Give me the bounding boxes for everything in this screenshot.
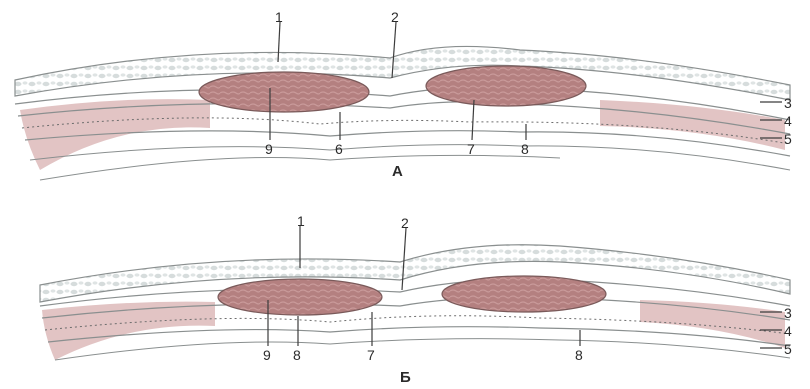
label-8: 8 [293,347,301,363]
lateral-muscles-right-b [640,300,785,348]
label-1: 1 [297,213,305,229]
label-5: 5 [784,341,792,357]
label-1: 1 [275,9,283,25]
skin-layer-b [40,245,790,302]
lateral-muscles-left-a [20,99,210,170]
label-4: 4 [784,323,792,339]
label-3: 3 [784,305,792,321]
rectus-muscle-left-a [199,72,369,112]
label-5: 5 [784,131,792,147]
panel-b: 1 2 3 4 5 9 8 7 8 Б [40,213,792,386]
label-6: 6 [335,141,343,157]
skin-layer-a [15,46,790,100]
lateral-muscles-right-a [600,100,785,150]
panel-a: 1 2 3 4 5 6 7 8 9 А [15,9,792,180]
label-8: 8 [575,347,583,363]
label-9: 9 [263,347,271,363]
label-2: 2 [401,215,409,231]
label-7: 7 [467,141,475,157]
label-7: 7 [367,347,375,363]
panel-caption-b: Б [400,369,411,386]
label-4: 4 [784,113,792,129]
label-9: 9 [265,141,273,157]
panel-caption-a: А [392,163,403,180]
rectus-muscle-left-b [218,279,382,315]
label-8: 8 [521,141,529,157]
label-3: 3 [784,95,792,111]
rectus-muscle-right-a [426,66,586,106]
rectus-muscle-right-b [442,276,606,312]
label-2: 2 [391,9,399,25]
